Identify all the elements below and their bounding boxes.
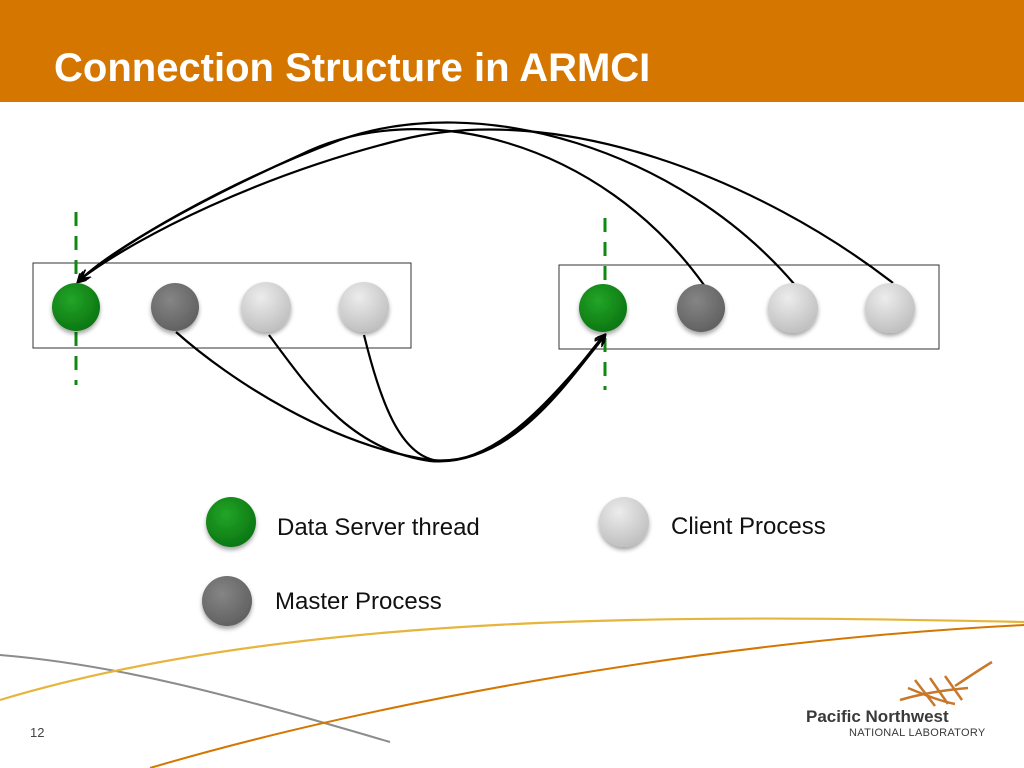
left-master-process	[151, 283, 199, 331]
connection-arrow	[362, 335, 605, 463]
connection-arrow	[78, 128, 705, 286]
legend-data-server-label: Data Server thread	[277, 514, 480, 541]
pnnl-logo-icon	[899, 660, 993, 707]
page-number: 12	[30, 725, 45, 740]
decorative-swoosh	[0, 617, 1024, 702]
logo-subtitle: NATIONAL LABORATORY	[849, 727, 986, 739]
right-master-process	[677, 284, 725, 332]
left-client-process	[241, 282, 291, 332]
right-client-process	[865, 283, 915, 333]
legend-master-swatch	[202, 576, 252, 626]
legend-master-label: Master Process	[275, 588, 442, 615]
slide-title: Connection Structure in ARMCI	[54, 46, 651, 90]
right-client-process	[768, 283, 818, 333]
legend-client-label: Client Process	[671, 513, 826, 540]
legend-data-server-swatch	[206, 497, 256, 547]
connection-arrow	[268, 335, 603, 463]
left-client-process	[339, 282, 389, 332]
legend-client-swatch	[599, 497, 649, 547]
connection-arrow	[175, 331, 603, 462]
decorative-swoosh	[0, 654, 391, 743]
left-data-server-thread	[52, 283, 100, 331]
right-data-server-thread	[579, 284, 627, 332]
decorative-swoosh	[149, 624, 1024, 768]
title-bar	[0, 0, 1024, 102]
connection-arrow	[82, 128, 894, 284]
logo-name: Pacific Northwest	[806, 707, 949, 726]
connection-arrow	[80, 121, 796, 286]
